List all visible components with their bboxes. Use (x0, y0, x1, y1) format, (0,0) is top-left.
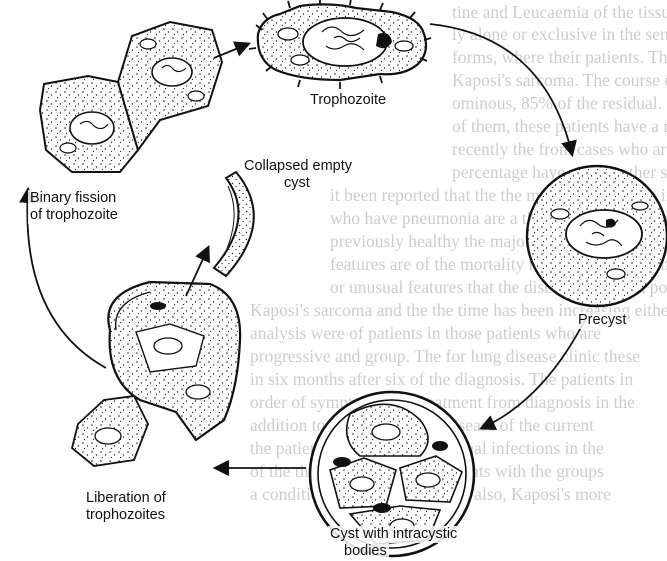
binary-fission-cells (40, 22, 222, 172)
trophozoite-cell (249, 0, 431, 89)
arrow-precyst-to-cyst (482, 318, 586, 428)
label-binary-fission-line2: of trophozoite (28, 207, 120, 224)
label-precyst: Precyst (576, 312, 628, 329)
collapsed-cyst (214, 172, 254, 276)
label-collapsed-cyst-line1: Collapsed empty (242, 158, 354, 175)
label-cyst-line2: bodies (342, 543, 389, 560)
label-liberation-line2: trophozoites (84, 507, 167, 524)
precyst-cell (527, 166, 667, 306)
liberation-cells (72, 282, 240, 466)
arrow-trophozoite-to-precyst (430, 24, 572, 154)
label-liberation-line1: Liberation of (84, 490, 168, 507)
label-binary-fission-line1: Binary fission (28, 190, 118, 207)
label-trophozoite: Trophozoite (308, 92, 388, 109)
label-cyst-line1: Cyst with intracystic (328, 526, 459, 543)
label-collapsed-cyst-line2: cyst (282, 175, 312, 192)
